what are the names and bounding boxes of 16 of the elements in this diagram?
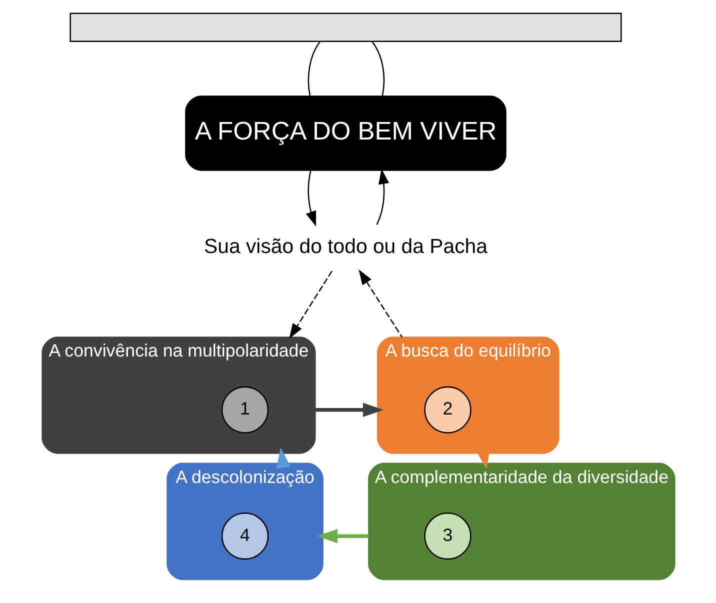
node-bar xyxy=(69,12,622,42)
node-circle: 4 xyxy=(220,512,268,560)
arrow xyxy=(288,270,332,339)
node-circle: 2 xyxy=(424,386,471,434)
connector xyxy=(307,41,320,96)
arrow xyxy=(314,402,383,418)
arrow xyxy=(376,168,389,225)
node-circle: 1 xyxy=(220,386,268,434)
arrow xyxy=(316,528,368,544)
node-text: Sua visão do todo ou da Pacha xyxy=(204,236,487,258)
node-circle: 3 xyxy=(424,512,471,560)
arrow xyxy=(305,170,316,226)
node-box: A FORÇA DO BEM VIVER xyxy=(184,96,506,171)
arrow xyxy=(358,269,402,338)
connector xyxy=(371,41,384,96)
arrow xyxy=(276,447,290,469)
